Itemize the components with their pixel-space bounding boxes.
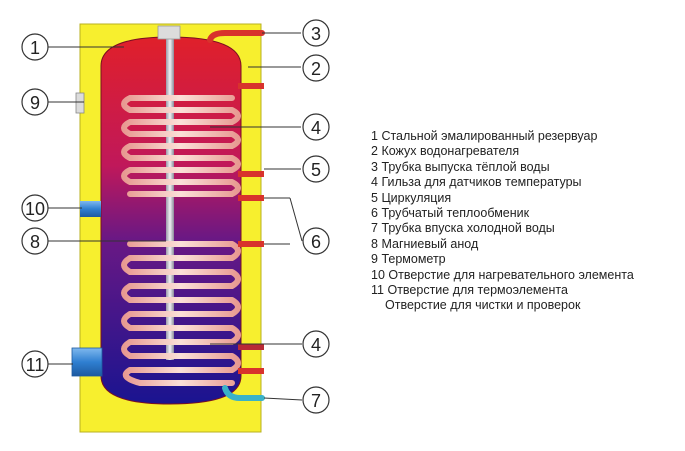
legend-item: 3 Трубка выпуска тёплой воды — [371, 160, 681, 175]
legend-text: Гильза для датчиков температуры — [381, 175, 582, 190]
sensor-sleeve-upper — [238, 83, 264, 89]
callout-2 — [302, 54, 330, 82]
lower-outlet-pipe — [238, 368, 264, 374]
legend: 1 Стальной эмалированный резервуар 2 Кож… — [371, 129, 681, 314]
legend-item: 10 Отверстие для нагревательного элемент… — [371, 268, 681, 283]
legend-continuation: Отверстие для чистки и проверок — [385, 298, 581, 313]
legend-num: 11 — [371, 283, 384, 298]
legend-text: Термометр — [381, 252, 446, 267]
legend-num: 3 — [371, 159, 378, 174]
legend-num: 9 — [371, 252, 378, 267]
legend-num: 6 — [371, 206, 378, 221]
legend-item: 9 Термометр — [371, 252, 681, 267]
callout-10-label: 10 — [25, 199, 45, 219]
callout-3 — [302, 19, 330, 47]
callout-9-label: 9 — [30, 93, 40, 113]
legend-item: 11 Отверстие для термоэлемента — [371, 283, 681, 298]
leader-lines — [47, 32, 303, 401]
callout-4b-label: 4 — [311, 335, 321, 355]
upper-heat-exchanger — [121, 95, 241, 197]
anode-cap — [157, 25, 181, 40]
legend-num: 4 — [371, 175, 378, 190]
callout-1 — [21, 33, 49, 61]
callout-1-label: 1 — [30, 38, 40, 58]
legend-text: Кожух водонагревателя — [381, 144, 520, 159]
legend-text: Трубка выпуска тёплой воды — [381, 159, 550, 174]
legend-item: 5 Циркуляция — [371, 191, 681, 206]
legend-text: Стальной эмалированный резервуар — [381, 129, 598, 143]
callout-7-label: 7 — [311, 391, 321, 411]
coil-outlet-pipe — [238, 195, 264, 201]
legend-text: Магниевый анод — [381, 236, 479, 251]
callout-6 — [302, 227, 330, 255]
legend-text: Трубка впуска холодной воды — [381, 221, 555, 236]
legend-text: Отверстие для термоэлемента — [387, 283, 568, 298]
sensor-sleeve-lower — [238, 344, 264, 350]
callout-8 — [21, 227, 49, 255]
callout-7 — [302, 386, 330, 414]
callout-5-label: 5 — [311, 160, 321, 180]
callout-6-label: 6 — [311, 232, 321, 252]
callout-4a — [302, 113, 330, 141]
legend-num: 1 — [371, 129, 378, 143]
legend-item: 8 Магниевый анод — [371, 237, 681, 252]
legend-text: Отверстие для нагревательного элемента — [388, 267, 634, 282]
callout-5 — [302, 155, 330, 183]
callout-11 — [21, 350, 49, 378]
legend-text: Трубчатый теплообменик — [381, 206, 530, 221]
callout-4b — [302, 330, 330, 358]
callout-2-label: 2 — [311, 59, 321, 79]
callout-8-label: 8 — [30, 232, 40, 252]
heating-element-port — [80, 201, 101, 217]
callout-11-label: 11 — [26, 355, 45, 375]
legend-item: 6 Трубчатый теплообменик — [371, 206, 681, 221]
callouts — [21, 19, 330, 414]
coil-inlet-pipe — [238, 241, 264, 247]
callout-9 — [21, 88, 49, 116]
magnesium-anode — [166, 36, 174, 360]
callout-4a-label: 4 — [311, 118, 321, 138]
legend-num: 5 — [371, 190, 378, 205]
legend-item: 2 Кожух водонагревателя — [371, 144, 681, 159]
legend-item: 4 Гильза для датчиков температуры — [371, 175, 681, 190]
legend-item: 1 Стальной эмалированный резервуар — [371, 129, 681, 144]
legend-item: 7 Трубка впуска холодной воды — [371, 221, 681, 236]
legend-num: 7 — [371, 221, 378, 236]
hot-water-pipe — [207, 30, 265, 43]
cold-water-pipe — [222, 385, 265, 401]
lower-heat-exchanger — [121, 241, 241, 386]
legend-num: 2 — [371, 144, 378, 159]
callout-3-label: 3 — [311, 24, 321, 44]
callout-10 — [21, 194, 49, 222]
legend-text: Циркуляция — [381, 190, 452, 205]
legend-num: 8 — [371, 236, 378, 251]
circulation-pipe — [238, 171, 264, 177]
legend-num: 10 — [371, 267, 385, 282]
thermoelement-port — [71, 347, 103, 377]
thermometer — [75, 92, 85, 114]
